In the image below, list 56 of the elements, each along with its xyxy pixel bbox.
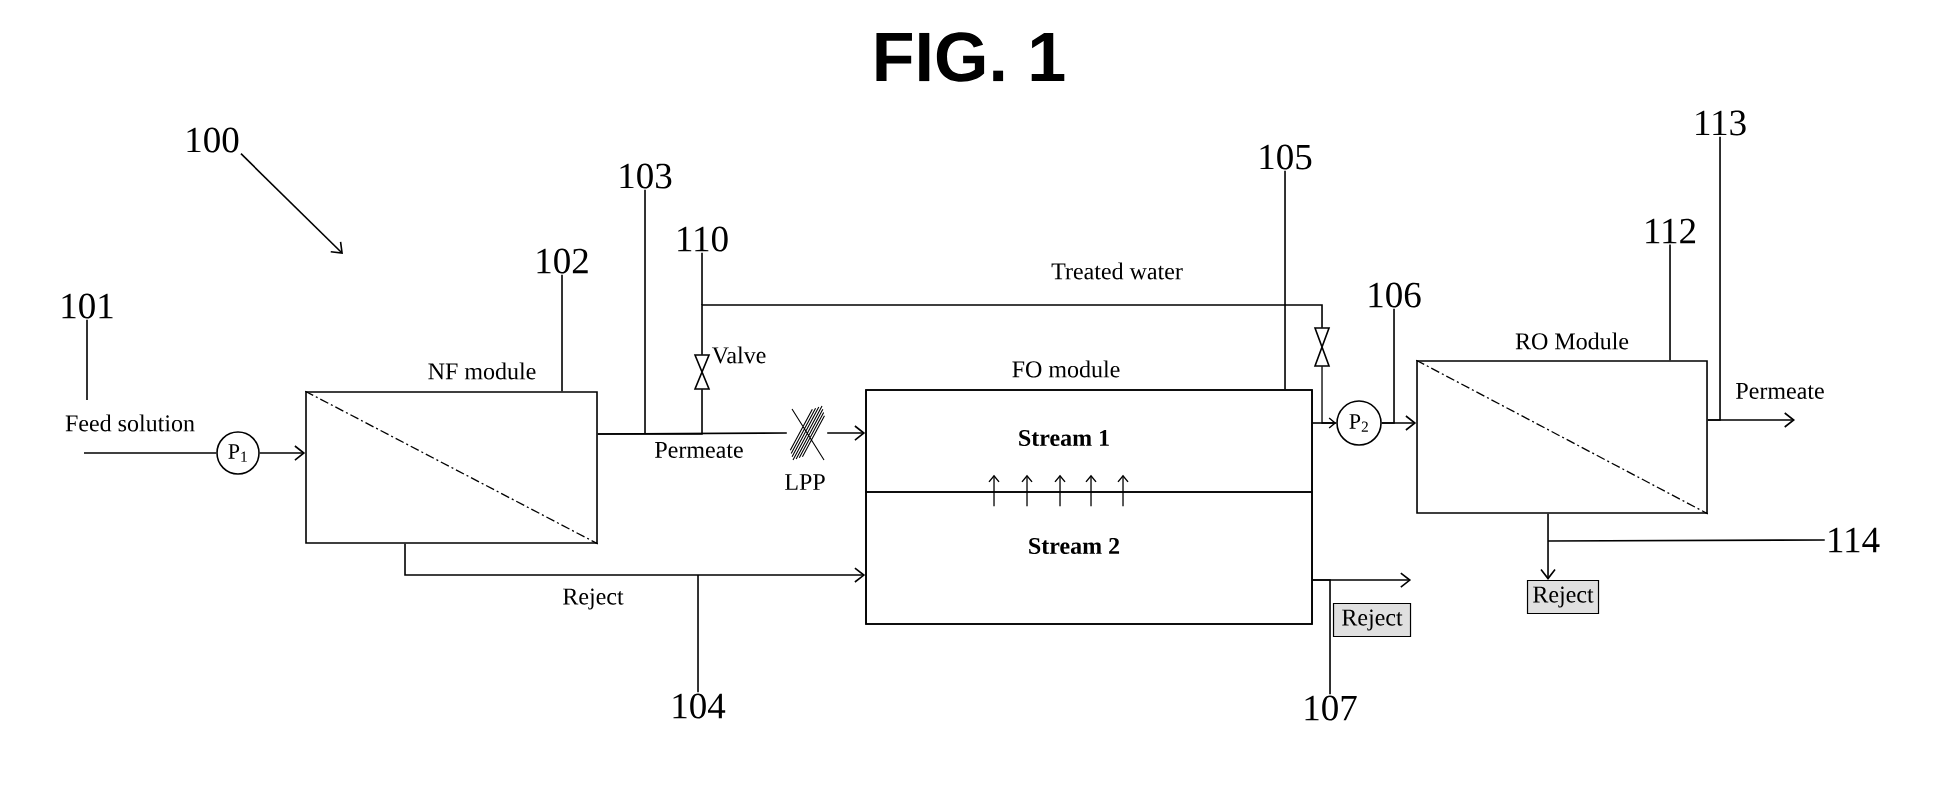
label-box: Reject: [1332, 602, 1412, 638]
edge-label: Feed solution: [63, 412, 197, 434]
callout-number: 101: [62, 293, 113, 319]
symbol-label: LPP: [785, 474, 825, 490]
callout-number: 105: [1260, 144, 1312, 170]
stream-section: Stream 1: [865, 389, 1313, 493]
flow-arrow: [404, 543, 866, 583]
symbol-label: Valve: [711, 346, 766, 364]
edge-label: Permeate: [652, 440, 746, 460]
edge-label: Treated water: [1049, 260, 1185, 282]
leader-line: [1381, 307, 1395, 424]
module-label: FO module: [1012, 360, 1120, 378]
module-label: NF module: [428, 362, 536, 380]
leader-line: [697, 574, 699, 694]
figure-title: FIG. 1: [876, 32, 1065, 82]
stream-section: Stream 2: [865, 491, 1313, 625]
leader-arrow: [240, 152, 343, 254]
leader-line: [701, 251, 703, 306]
flow-line: [701, 304, 1323, 356]
edge-label: Permeate: [1733, 381, 1827, 401]
leader-line: [86, 318, 88, 401]
flow-arrow: [259, 445, 306, 461]
callout-number: 102: [537, 248, 588, 274]
leader-line: [561, 273, 563, 392]
valve-symbol: [1313, 327, 1331, 367]
callout-number: 106: [1369, 282, 1421, 308]
leader-line: [1284, 169, 1286, 390]
valve-symbol: [693, 354, 711, 390]
leader-line: [1547, 539, 1826, 542]
callout-number: 114: [1829, 527, 1880, 553]
callout-number: 107: [1305, 695, 1357, 721]
callout-number: 100: [187, 127, 239, 153]
flow-line: [83, 452, 217, 454]
flow-arrow: [1085, 474, 1097, 507]
callout-number: 110: [678, 226, 728, 252]
leader-line: [1312, 579, 1331, 696]
flow-arrow: [826, 425, 866, 441]
edge-label: Reject: [560, 586, 626, 612]
leader-line: [1669, 243, 1671, 361]
flow-arrow: [988, 474, 1000, 507]
callout-number: 104: [673, 693, 726, 719]
leader-line: [1707, 135, 1721, 421]
leader-line: [644, 188, 646, 435]
module-label: RO Module: [1515, 332, 1629, 350]
flow-arrow: [1054, 474, 1066, 507]
flow-arrow: [1021, 474, 1033, 507]
flow-line: [1312, 422, 1337, 424]
label-box: Reject: [1526, 579, 1600, 615]
cross-symbol: [789, 405, 826, 461]
flow-arrow: [1117, 474, 1129, 507]
callout-number: 113: [1696, 110, 1746, 136]
flow-arrow: [1321, 365, 1337, 429]
flow-line: [597, 388, 703, 435]
flow-arrow: [1540, 513, 1556, 580]
callout-number: 112: [1646, 218, 1696, 244]
callout-number: 103: [620, 163, 672, 189]
